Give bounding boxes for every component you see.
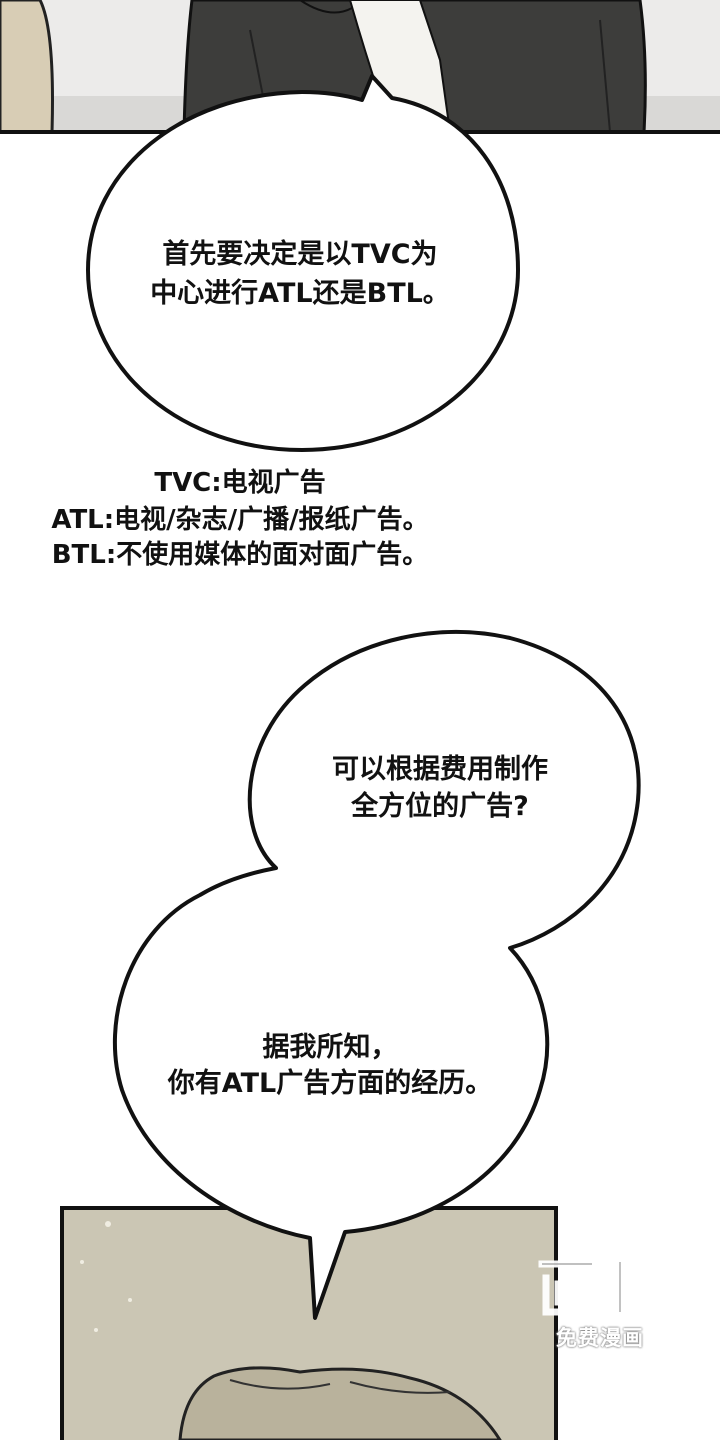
bubble-3-text-line-2: 你有ATL广告方面的经历。 (167, 1068, 493, 1099)
bubble-2-text-line-2: 全方位的广告? (351, 791, 529, 822)
watermark-logo-icon (538, 1258, 660, 1316)
note-line-tvc: TVC:电视广告 (154, 468, 326, 498)
note-line-btl: BTL:不使用媒体的面对面广告。 (51, 540, 429, 570)
bubble-1-text-line-1: 首先要决定是以TVC为 (162, 239, 438, 270)
bubble-2-text-line-1: 可以根据费用制作 (332, 754, 548, 785)
watermark-caption: 免费漫画 (556, 1326, 644, 1350)
bubble-3-text-line-1: 据我所知， (262, 1032, 398, 1063)
speech-bubble-2-3 (113, 629, 641, 1320)
note-line-atl: ATL:电视/杂志/广播/报纸广告。 (51, 505, 429, 535)
bubble-1-text-line-2: 中心进行ATL还是BTL。 (150, 278, 450, 309)
speech-bubble-1 (86, 74, 520, 452)
